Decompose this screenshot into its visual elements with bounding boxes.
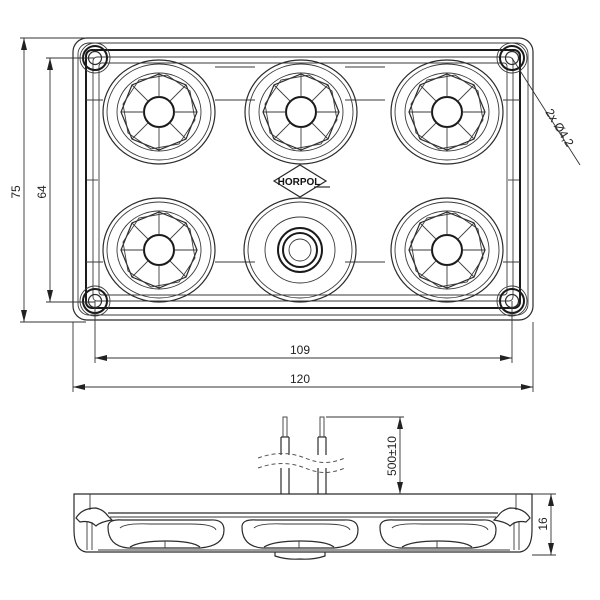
lamp-lens-r1c1 — [102, 59, 216, 165]
side-lens-3 — [379, 519, 497, 549]
side-lens-1 — [107, 519, 225, 549]
dimension-cable-length: 500±10 — [326, 416, 404, 494]
cable-left — [280, 416, 290, 494]
flange-left — [75, 507, 114, 527]
dimension-hole-spacing-horizontal: 109 — [94, 301, 513, 363]
logo-text: HORPOL — [278, 177, 321, 188]
horpol-logo: HORPOL — [272, 164, 330, 198]
dim-64-label: 64 — [35, 185, 49, 199]
dim-75-label: 75 — [9, 185, 23, 199]
dimension-overall-width: 120 — [72, 322, 534, 392]
dim-cable-label: 500±10 — [385, 436, 399, 476]
flange-right — [492, 507, 531, 527]
cable-grommet — [243, 197, 357, 303]
break-line-bottom — [257, 463, 346, 473]
hole-callout: 2x Ø4,2 — [542, 106, 576, 149]
lamp-lens-r2c3 — [390, 197, 504, 303]
hole-leader-line — [511, 57, 581, 166]
housing-outline — [72, 37, 534, 321]
grommet-bottom — [274, 552, 326, 560]
dimension-hole-spacing-vertical: 64 — [35, 57, 95, 303]
dim-109-label: 109 — [290, 343, 310, 357]
dimension-overall-height: 75 — [9, 37, 86, 323]
dim-16-label: 16 — [536, 517, 550, 531]
break-line-top — [257, 453, 346, 463]
dim-120-label: 120 — [290, 372, 310, 386]
lamp-lens-r1c2 — [244, 59, 358, 165]
lamp-lens-r1c3 — [390, 59, 504, 165]
dimension-depth: 16 — [532, 493, 556, 556]
side-view — [73, 416, 533, 560]
side-lens-2 — [241, 519, 359, 560]
lamp-lens-r2c1 — [102, 197, 216, 303]
cable-right — [317, 416, 327, 494]
side-body-outline — [73, 493, 533, 553]
top-view: HORPOL 2x Ø4,2 — [72, 37, 581, 321]
